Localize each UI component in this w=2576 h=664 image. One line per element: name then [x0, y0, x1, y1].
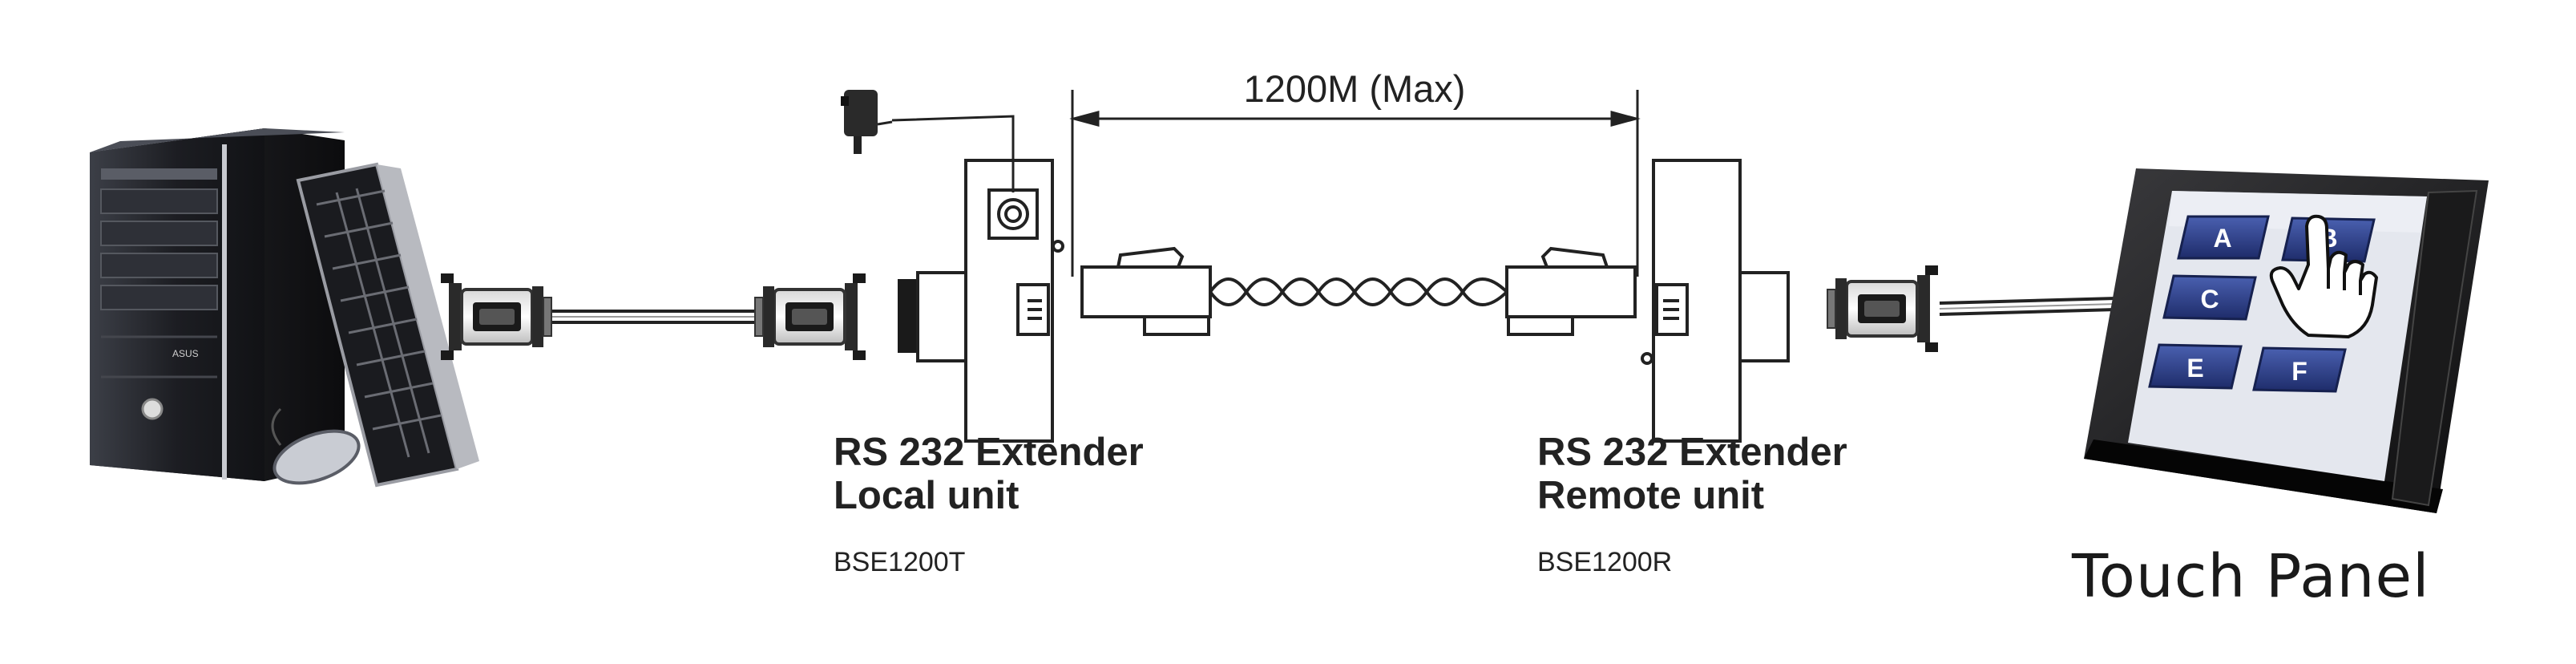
- hand-pointer-icon: [2269, 214, 2378, 338]
- serial-cable-right: [1939, 297, 2117, 316]
- local-unit-title: RS 232 Extender: [834, 431, 1144, 474]
- remote-unit-title: RS 232 Extender: [1537, 431, 1847, 474]
- remote-unit-model: BSE1200R: [1537, 547, 1673, 577]
- pc-tower-icon: ASUS: [90, 128, 345, 481]
- remote-unit-subtitle: Remote unit: [1537, 474, 1765, 517]
- keyboard-icon: [296, 162, 479, 488]
- db9-connector-icon: [1826, 264, 1940, 354]
- rj45-plug-icon: [1505, 246, 1637, 336]
- rj45-plug-icon: [1080, 246, 1212, 336]
- svg-text:C: C: [2200, 285, 2219, 314]
- distance-label: 1200M (Max): [1244, 67, 1466, 110]
- distance-dimension: [1069, 90, 1641, 277]
- svg-text:A: A: [2213, 224, 2231, 253]
- touch-panel-label: Touch Panel: [2072, 542, 2430, 611]
- touch-button-e: E: [2148, 343, 2243, 390]
- svg-text:E: E: [2186, 354, 2203, 383]
- power-adapter-icon: [841, 90, 1015, 192]
- db9-connector-icon: [753, 272, 867, 362]
- serial-cable-left: [549, 310, 757, 324]
- touch-button-a: A: [2177, 215, 2270, 260]
- local-unit-subtitle: Local unit: [834, 474, 1019, 517]
- touch-panel-icon: [2084, 168, 2489, 513]
- remote-unit-box: [1641, 159, 1790, 443]
- twisted-pair-cable: [1209, 277, 1508, 306]
- local-unit-model: BSE1200T: [834, 547, 966, 577]
- db9-connector-icon: [439, 272, 553, 362]
- mouse-icon: [271, 407, 361, 485]
- pc-brand-logo: ASUS: [172, 348, 199, 359]
- touch-button-f: F: [2252, 346, 2347, 393]
- local-unit-box: [916, 159, 1064, 443]
- svg-text:F: F: [2291, 357, 2307, 386]
- touch-button-c: C: [2162, 274, 2257, 321]
